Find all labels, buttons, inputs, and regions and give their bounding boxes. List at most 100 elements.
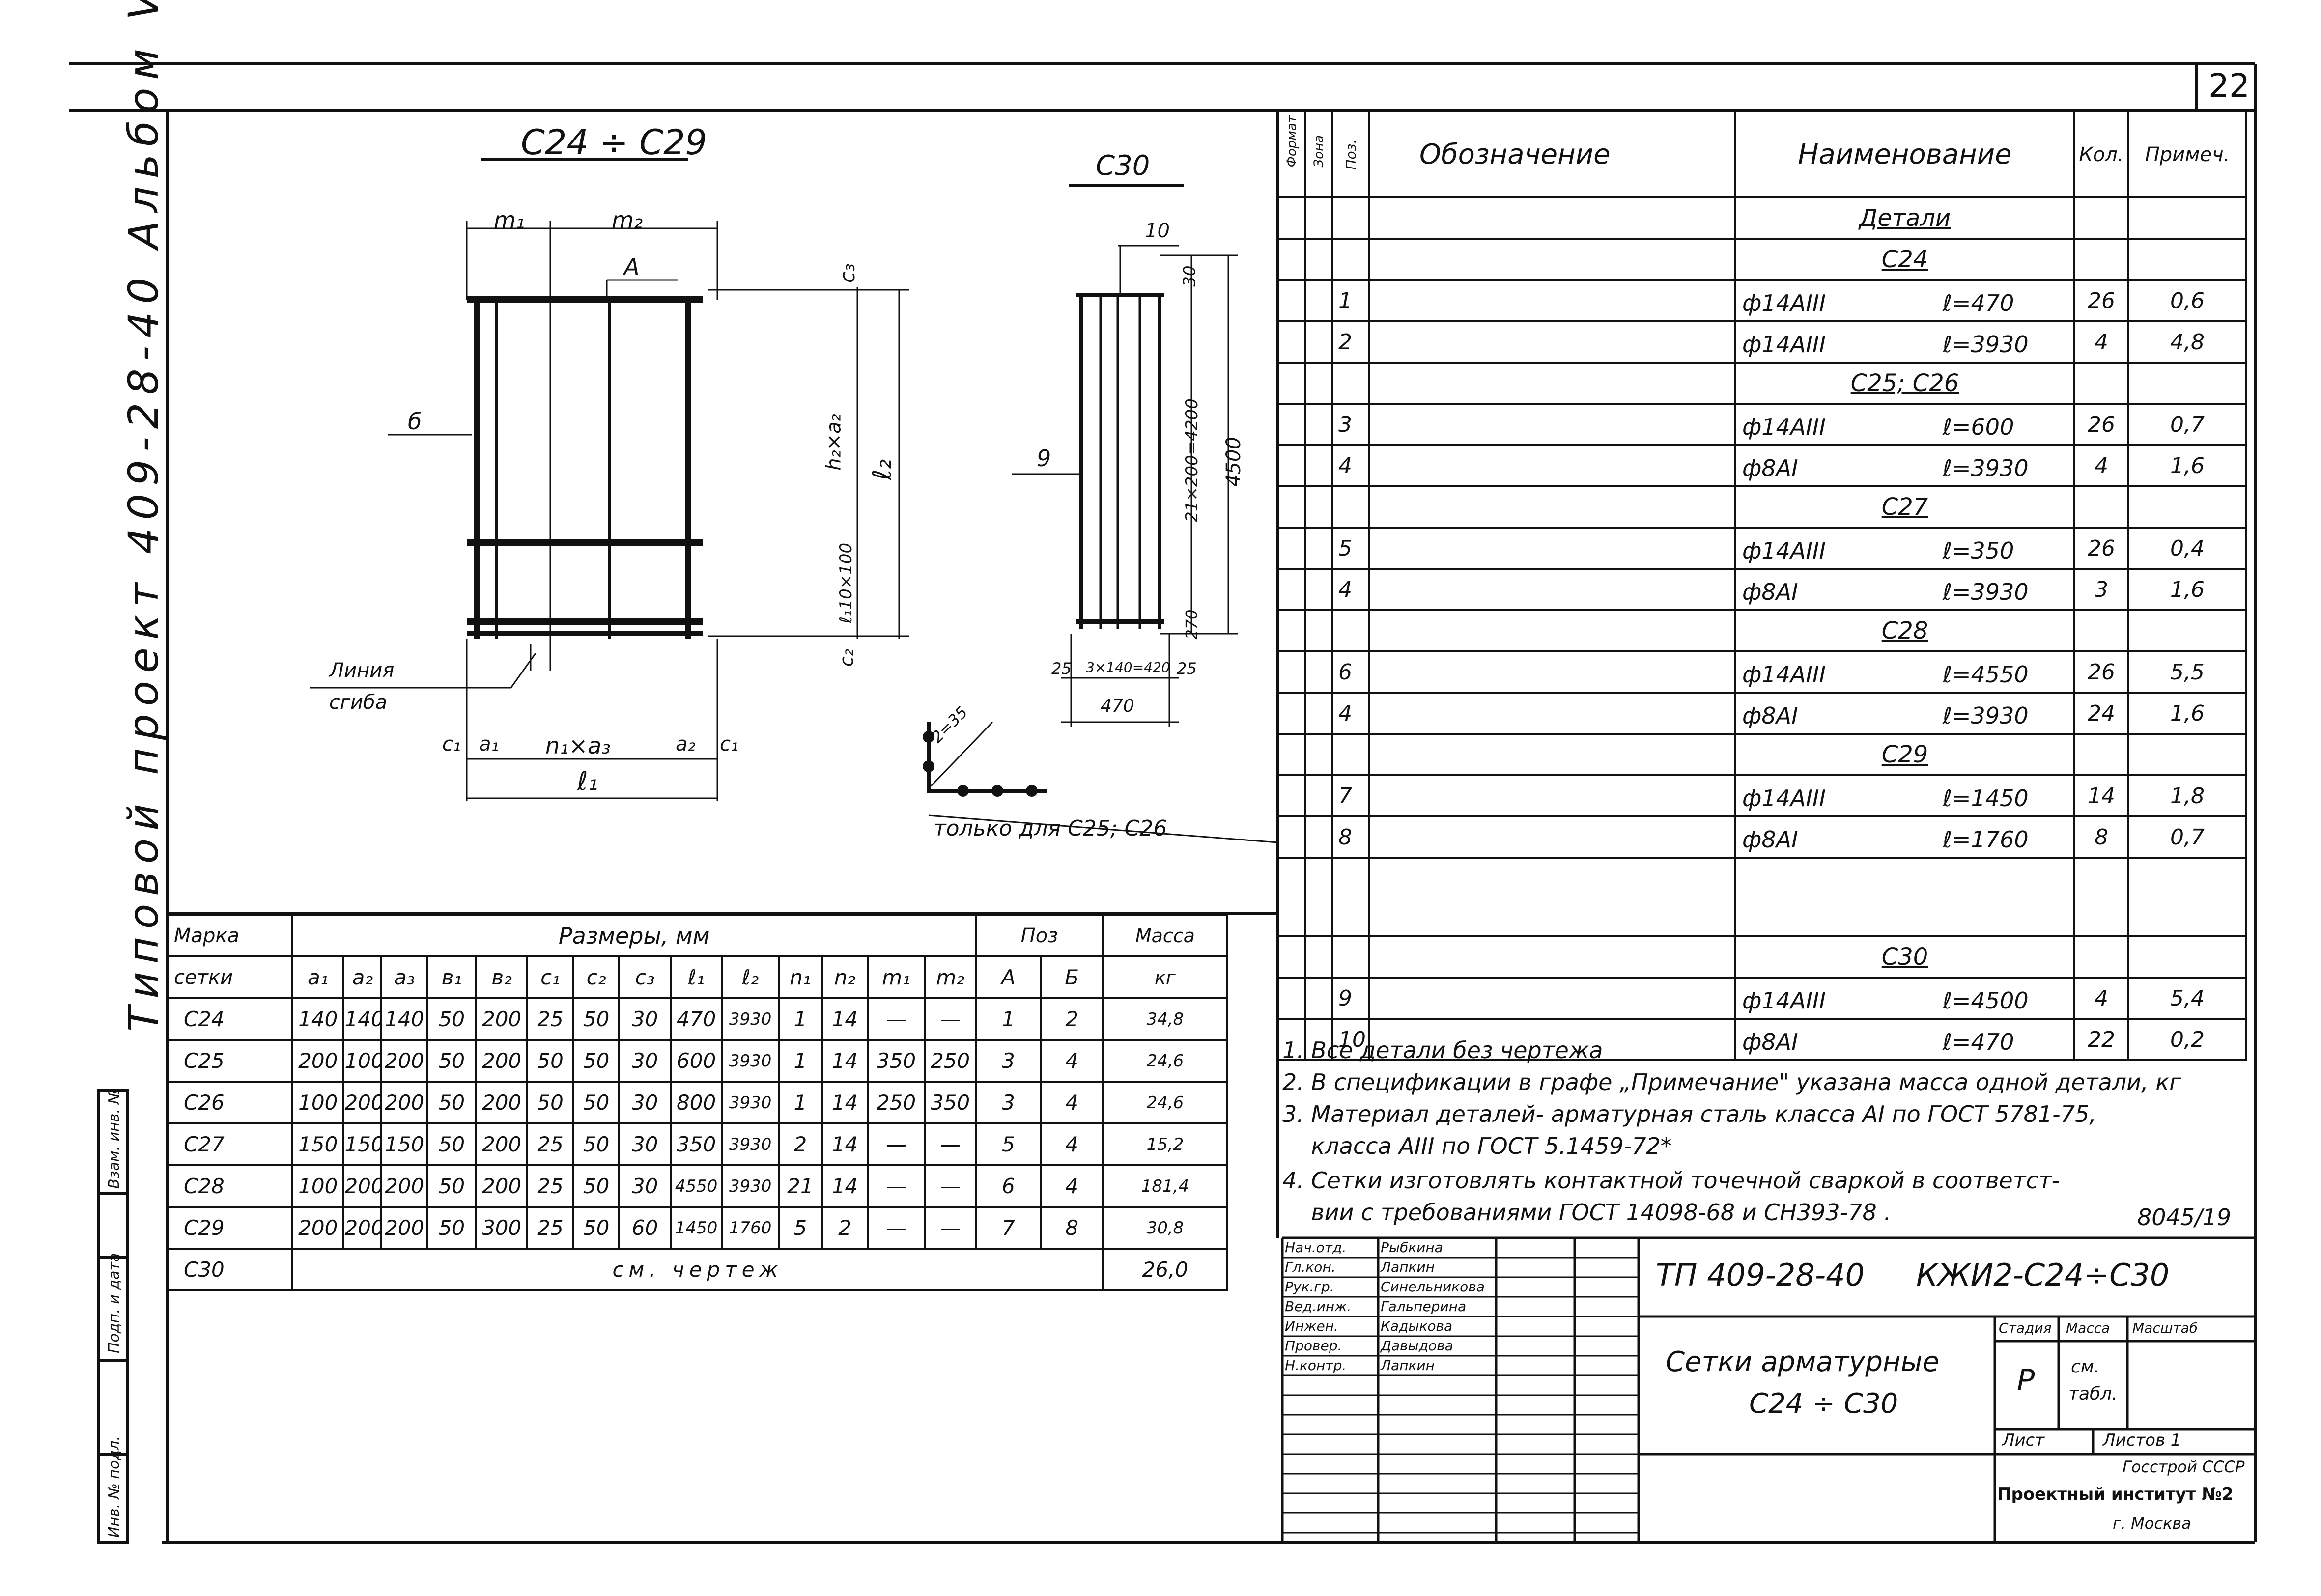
sizes-cell: 14: [821, 1164, 869, 1208]
sizes-cell: —: [867, 1164, 926, 1208]
spec-cell-designation: [1368, 527, 1736, 570]
spec-cell-pos: 2: [1331, 320, 1370, 364]
spec-cell-zone: [1304, 485, 1333, 529]
sizes-cell: 7: [975, 1206, 1042, 1250]
sizes-cell: —: [867, 997, 926, 1041]
sizes-col-head: a₂: [342, 955, 383, 999]
spec-cell-qty: 26: [2073, 279, 2129, 322]
sizes-cell: 21: [777, 1164, 823, 1208]
spec-cell-qty: [2073, 238, 2129, 281]
sizes-cell: 200: [475, 1039, 529, 1083]
sizes-cell: 150: [380, 1122, 428, 1166]
spec-cell-qty: [2073, 196, 2129, 240]
sizes-cell: 300: [475, 1206, 529, 1250]
sizes-cell: 6: [975, 1164, 1042, 1208]
label-a2: a₂: [676, 733, 696, 756]
sizes-cell: 50: [572, 1164, 621, 1208]
sizes-cell: 8: [1040, 1206, 1104, 1250]
spec-cell-format: [1277, 403, 1306, 446]
sizes-cell: 200: [475, 1081, 529, 1124]
spec-cell-qty: 4: [2073, 444, 2129, 487]
sizes-col-head: c₂: [572, 955, 621, 999]
sizes-head-mark: Марка: [167, 914, 293, 957]
project-code: ТП 409-28-40: [1656, 1257, 1865, 1293]
spec-cell-section: С29: [1734, 733, 2075, 776]
sheet-label: Лист: [2002, 1430, 2045, 1450]
sizes-cell: 350: [923, 1081, 977, 1124]
sizes-cell: 50: [426, 1164, 477, 1208]
sizes-cell: 4: [1040, 1122, 1104, 1166]
label-m1: m₁: [494, 207, 525, 233]
spec-cell-qty: 26: [2073, 527, 2129, 570]
spec-cell-zone: [1304, 774, 1333, 817]
spec-bar-type: ф14АIII: [1742, 785, 1826, 812]
spec-cell-qty: 4: [2073, 977, 2129, 1020]
spec-cell-note: 0,7: [2127, 815, 2247, 859]
c30-dim-25b: 25: [1177, 659, 1197, 678]
spec-cell-pos: 10: [1331, 1018, 1370, 1061]
spec-cell-zone: [1304, 568, 1333, 611]
sizes-cell-mass: 26,0: [1102, 1248, 1229, 1291]
sizes-cell: 200: [475, 997, 529, 1041]
spec-header-qty: Кол.: [2073, 111, 2129, 198]
spec-cell-designation: [1368, 196, 1736, 240]
spec-bar-type: ф8АI: [1742, 579, 1798, 605]
spec-cell-zone: [1304, 650, 1333, 694]
spec-cell-pos: [1331, 362, 1370, 405]
sizes-cell: 3: [975, 1081, 1042, 1124]
drawing-title-1: Сетки арматурные: [1666, 1346, 1940, 1378]
tb-role: Инжен.: [1285, 1318, 1338, 1334]
sizes-cell: 200: [342, 1081, 383, 1124]
spec-cell-note: [2127, 485, 2247, 529]
spec-bar-length: ℓ=470: [1943, 1029, 2014, 1055]
tb-name: Лапкин: [1381, 1357, 1435, 1373]
sizes-cell: 250: [867, 1081, 926, 1124]
spec-cell-qty: [2073, 857, 2129, 937]
spec-cell-zone: [1304, 196, 1333, 240]
sizes-cell: 50: [526, 1039, 574, 1083]
scale-label: Масштаб: [2132, 1320, 2198, 1336]
spec-cell-designation: [1368, 815, 1736, 859]
spec-table: Формат Зона Поз. Обозначение Наименовани…: [1277, 111, 2247, 1061]
spec-cell-zone: [1304, 935, 1333, 979]
spec-cell-zone: [1304, 1018, 1333, 1061]
spec-cell-zone: [1304, 403, 1333, 446]
spec-cell-qty: 8: [2073, 815, 2129, 859]
sizes-cell: 150: [342, 1122, 383, 1166]
spec-cell-qty: 24: [2073, 692, 2129, 735]
sizes-cell: 181,4: [1102, 1164, 1229, 1208]
tb-name: Лапкин: [1381, 1259, 1435, 1275]
doc-number: 8045/19: [2137, 1204, 2232, 1231]
spec-cell-designation: [1368, 774, 1736, 817]
sizes-cell: 800: [669, 1081, 723, 1124]
sizes-col-head: m₂: [923, 955, 977, 999]
spec-cell-section: С25; С26: [1734, 362, 2075, 405]
spec-cell-note: 1,6: [2127, 692, 2247, 735]
tb-name: Давыдова: [1381, 1338, 1453, 1354]
spec-cell-format: [1277, 815, 1306, 859]
spec-bar-length: ℓ=600: [1943, 414, 2014, 440]
spec-row: С30: [1277, 935, 2247, 979]
sizes-cell: 200: [342, 1164, 383, 1208]
sizes-col-head: ℓ₁: [669, 955, 723, 999]
sizes-cell: 24,6: [1102, 1039, 1229, 1083]
spec-cell-note: [2127, 609, 2247, 652]
sizes-cell-mark: С25: [167, 1039, 293, 1083]
sizes-cell: 100: [342, 1039, 383, 1083]
sizes-cell: 2: [1040, 997, 1104, 1041]
spec-cell-pos: 4: [1331, 444, 1370, 487]
sizes-cell: 5: [777, 1206, 823, 1250]
sizes-col-head: в₂: [475, 955, 529, 999]
spec-cell-zone: [1304, 527, 1333, 570]
spec-cell-zone: [1304, 362, 1333, 405]
